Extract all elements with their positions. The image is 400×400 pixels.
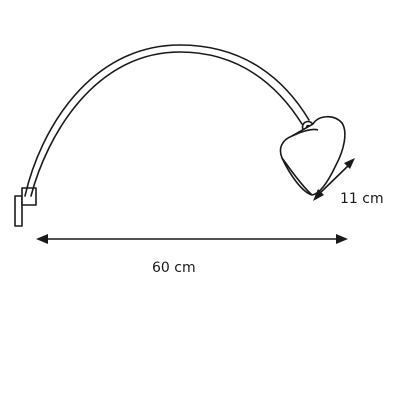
- lamp-shade: [279, 115, 346, 196]
- width-dimension-label: 60 cm: [152, 260, 196, 276]
- shade-dimension-arrow: [313, 158, 355, 201]
- shade-dimension-label: 11 cm: [340, 191, 384, 207]
- lamp-arm: [24, 44, 310, 197]
- width-dimension-arrow: [36, 234, 348, 244]
